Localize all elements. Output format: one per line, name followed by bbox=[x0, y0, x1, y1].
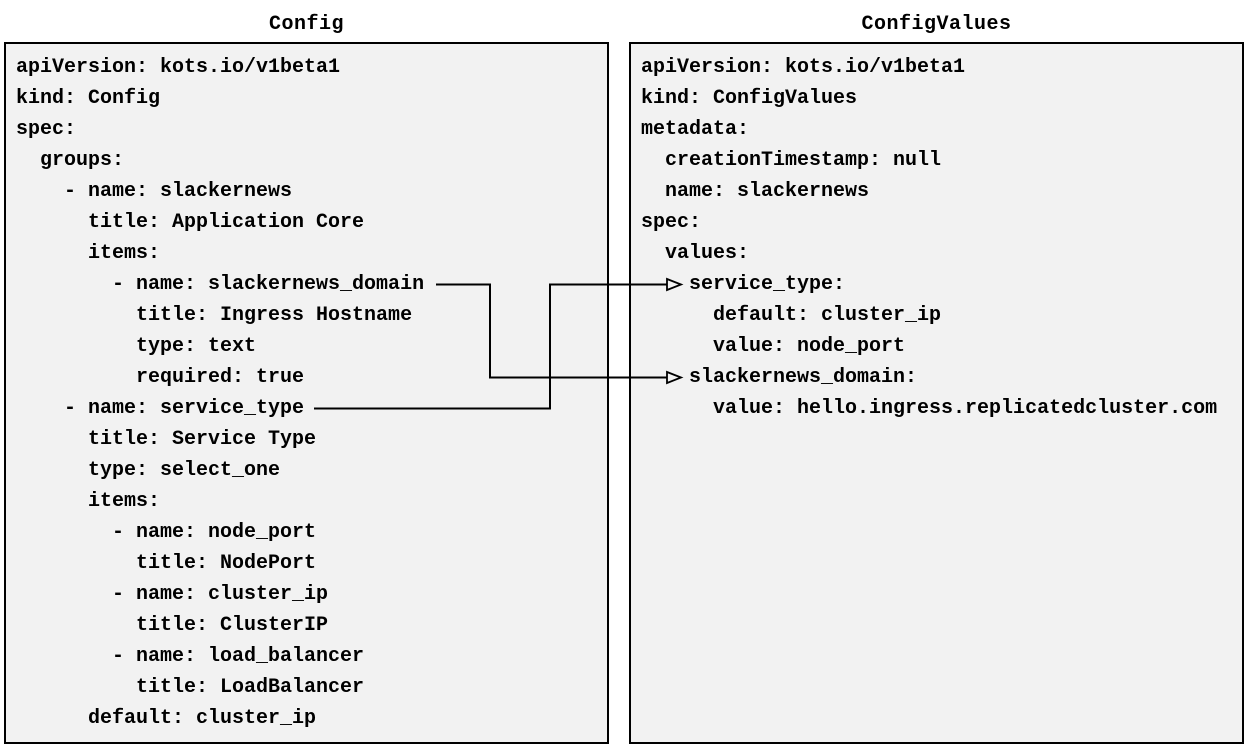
yaml-line: - name: node_port bbox=[16, 521, 317, 544]
yaml-line: name: slackernews bbox=[641, 180, 870, 203]
yaml-line: items: bbox=[16, 490, 161, 513]
config-yaml-panel: apiVersion: kots.io/v1beta1 kind: Config… bbox=[4, 42, 609, 744]
yaml-line: - name: cluster_ip bbox=[16, 583, 329, 606]
yaml-line: title: NodePort bbox=[16, 552, 317, 575]
yaml-line: apiVersion: kots.io/v1beta1 bbox=[641, 56, 966, 79]
yaml-line: type: select_one bbox=[16, 459, 281, 482]
yaml-line: kind: ConfigValues bbox=[641, 87, 858, 110]
yaml-line-service-type: - name: service_type bbox=[16, 397, 305, 420]
yaml-line: spec: bbox=[16, 118, 77, 141]
config-panel-title: Config bbox=[268, 13, 344, 36]
yaml-line: default: cluster_ip bbox=[641, 304, 942, 327]
yaml-line-service-type-value: service_type: bbox=[641, 273, 846, 296]
yaml-line: - name: load_balancer bbox=[16, 645, 365, 668]
yaml-line: title: Application Core bbox=[16, 211, 365, 234]
configvalues-panel-title: ConfigValues bbox=[861, 13, 1012, 36]
yaml-line: apiVersion: kots.io/v1beta1 bbox=[16, 56, 341, 79]
yaml-line: groups: bbox=[16, 149, 125, 172]
yaml-line: value: hello.ingress.replicatedcluster.c… bbox=[641, 397, 1218, 420]
yaml-line: required: true bbox=[16, 366, 305, 389]
yaml-line: title: ClusterIP bbox=[16, 614, 329, 637]
yaml-line: spec: bbox=[641, 211, 702, 234]
yaml-line: title: LoadBalancer bbox=[16, 676, 365, 699]
yaml-line: value: node_port bbox=[641, 335, 906, 358]
yaml-line: values: bbox=[641, 242, 750, 265]
yaml-line: type: text bbox=[16, 335, 257, 358]
yaml-line-slackernews-domain: - name: slackernews_domain bbox=[16, 273, 425, 296]
yaml-line: metadata: bbox=[641, 118, 750, 141]
yaml-line: kind: Config bbox=[16, 87, 161, 110]
yaml-line: title: Service Type bbox=[16, 428, 317, 451]
yaml-line: title: Ingress Hostname bbox=[16, 304, 413, 327]
yaml-line: items: bbox=[16, 242, 161, 265]
yaml-line-slackernews-domain-value: slackernews_domain: bbox=[641, 366, 918, 389]
yaml-line: default: cluster_ip bbox=[16, 707, 317, 730]
yaml-line: creationTimestamp: null bbox=[641, 149, 942, 172]
yaml-line: - name: slackernews bbox=[16, 180, 293, 203]
configvalues-yaml-panel: apiVersion: kots.io/v1beta1 kind: Config… bbox=[629, 42, 1244, 744]
